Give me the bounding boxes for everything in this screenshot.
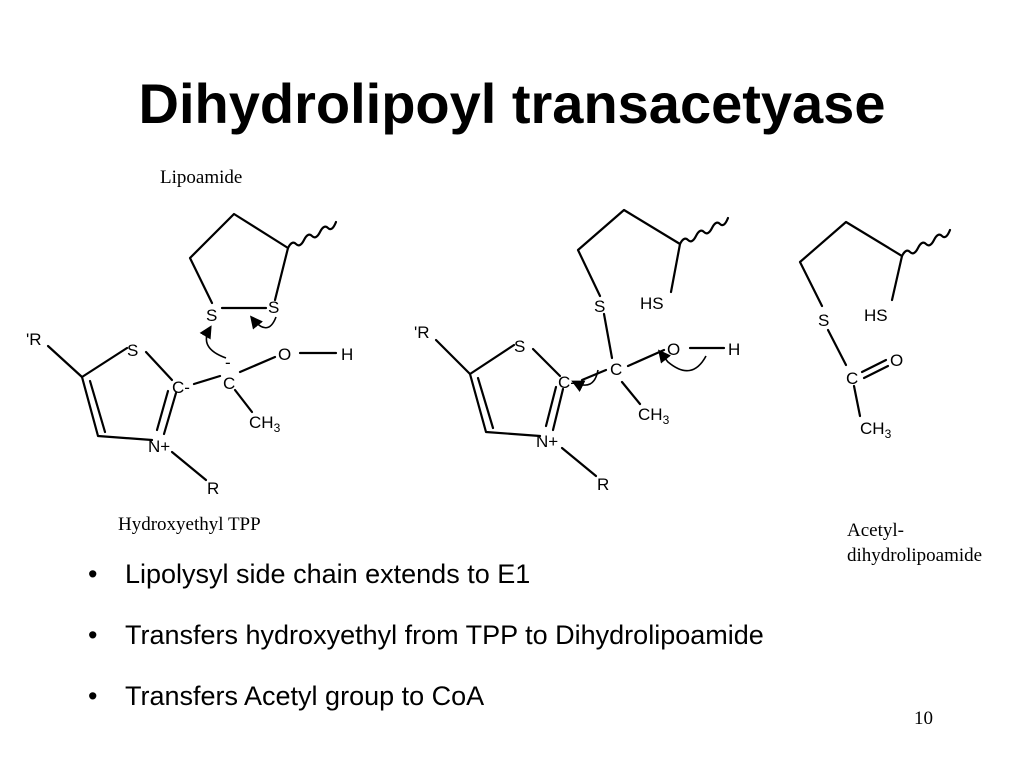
atom-o: O [278,345,291,364]
atom-r-prime-intermediate: 'R [414,323,430,342]
caption-hydroxyethyl-tpp: Hydroxyethyl TPP [118,514,261,535]
intermediate-n-r-bond [560,446,598,478]
intermediate-c2-c-bond [580,368,608,382]
c-alpha-o-bond [238,355,277,374]
caption-acetyl-line2: dihydrolipoamide [847,545,982,566]
atom-o-intermediate: O [667,340,680,359]
atom-ch3: CH3 [249,413,281,435]
intermediate-thiazolium-ring [468,343,542,438]
atom-n-plus: N+ [148,437,170,456]
atom-c-alpha: C [223,374,235,393]
atom-c-minus: C- [172,378,190,397]
atom-c-alpha-charge: - [225,353,231,372]
product-chain [798,220,904,308]
curved-arrow-s-s [250,315,277,330]
atom-s-ring-right: S [268,298,279,317]
thiazolium-s-c2 [144,350,174,382]
n-r-bond [170,450,208,482]
slide-title: Dihydrolipoyl transacetyase [138,72,886,135]
page-number: 10 [914,708,933,729]
structure-lipoamide-attack: S S 'R S C- N+ R C - O H CH3 Lipoamide H… [26,167,353,535]
c-alpha-ch3-bond [233,388,254,414]
product-c-ch3-bond [852,384,862,418]
c2-c-alpha-bond [192,374,222,386]
intermediate-c-o-bond [626,348,666,368]
atom-s-ring-left: S [206,306,217,325]
thiazolium-c2-n-double [155,389,170,432]
curved-arrow-oh [658,349,707,372]
thiazolium-double-bond-left [88,379,107,434]
atom-s-thiazole: S [127,341,138,360]
atom-o-product: O [890,351,903,370]
atom-s-intermediate: S [594,297,605,316]
product-c-o-double-1 [860,358,888,374]
intermediate-s-c2 [531,347,562,378]
intermediate-r-prime-bond [434,338,472,376]
product-c-o-double-2 [862,364,890,380]
r-prime-bond [46,344,84,379]
atom-r-prime: 'R [26,330,42,349]
lipoamide-wavy-tail [286,220,338,250]
atom-hs-intermediate: HS [640,294,664,313]
bullet-item: • Lipolysyl side chain extends to E1 [88,556,988,592]
atom-c-product: C [846,369,858,388]
thiazolium-c2-n [162,391,178,436]
intermediate-s-c-bond [602,312,614,360]
intermediate-c-ch3-bond [620,380,642,406]
structure-intermediate: S HS 'R S C- N+ R C O H CH3 [414,208,740,494]
bullet-item: • Transfers Acetyl group to CoA [88,678,988,714]
atom-ch3-intermediate: CH3 [638,405,670,427]
atom-h-intermediate: H [728,340,740,359]
atom-s-thiazole-intermediate: S [514,337,525,356]
atom-h: H [341,345,353,364]
atom-c-minus-intermediate: C- [558,373,576,392]
atom-s-product: S [818,311,829,330]
curved-arrow-carbanion-to-s [199,325,227,359]
bullet-text: Transfers Acetyl group to CoA [125,681,485,711]
intermediate-c2-n [551,387,565,432]
caption-lipoamide: Lipoamide [160,167,242,188]
intermediate-wavy-tail [678,216,730,246]
product-wavy-tail [900,228,952,258]
intermediate-chain-left [576,208,682,298]
bullet-item: • Transfers hydroxyethyl from TPP to Dih… [88,617,988,653]
bullet-marker: • [88,681,98,711]
intermediate-thiazolium-double-left [476,376,495,430]
atom-hs-product: HS [864,306,888,325]
intermediate-c2-n-double [544,385,558,428]
atom-ch3-product: CH3 [860,419,892,441]
bullet-list: • Lipolysyl side chain extends to E1 • T… [88,556,988,739]
atom-r-intermediate: R [597,475,609,494]
bullet-marker: • [88,559,98,589]
atom-n-plus-intermediate: N+ [536,432,558,451]
bullet-text: Transfers hydroxyethyl from TPP to Dihyd… [125,620,764,650]
caption-acetyl-line1: Acetyl- [847,520,904,541]
structure-acetyl-dihydrolipoamide: S HS C O CH3 Acetyl- dihydrolipoamide [798,220,982,566]
thiazolium-ring-bonds [80,346,154,442]
lipoamide-ring-bonds [188,212,290,305]
product-s-c-bond [826,328,848,367]
atom-r: R [207,479,219,498]
curved-arrow-c-to-c2 [571,369,599,393]
bullet-marker: • [88,620,98,650]
atom-c-intermediate: C [610,360,622,379]
bullet-text: Lipolysyl side chain extends to E1 [125,559,531,589]
